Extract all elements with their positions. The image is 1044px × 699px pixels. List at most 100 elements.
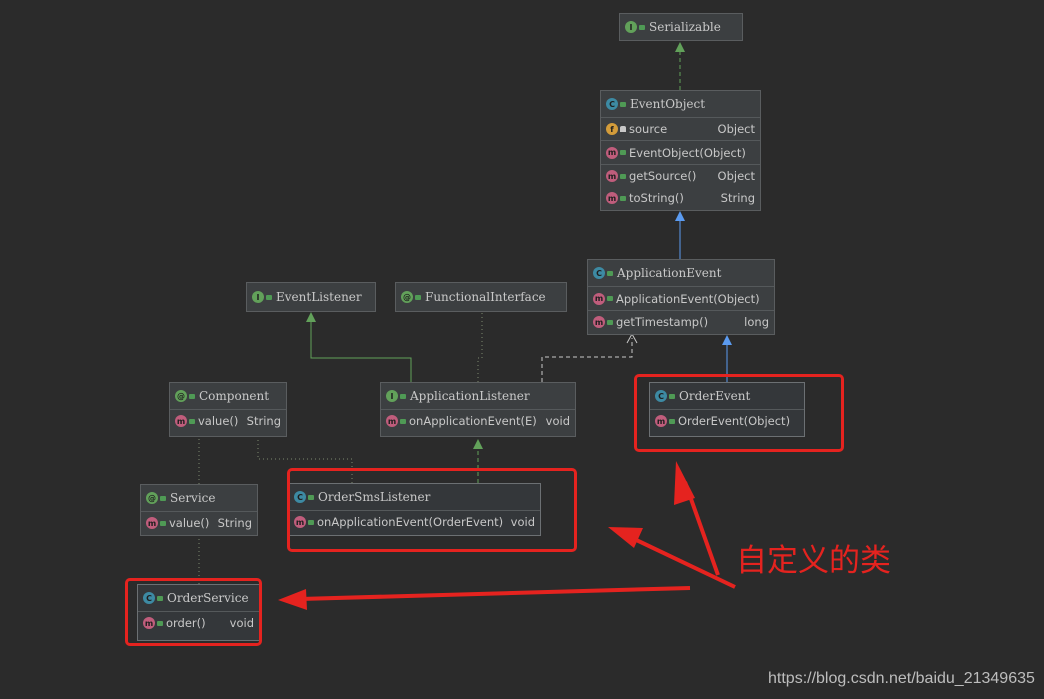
member-name: value(): [198, 414, 239, 428]
method-icon: m: [606, 170, 618, 182]
callout-arrow-orderservice: [299, 586, 691, 601]
member-name: source: [629, 122, 668, 136]
member-name: toString(): [629, 191, 684, 205]
public-icon: [189, 393, 195, 399]
callout-arrowhead-orderevent: [674, 461, 695, 505]
method-icon: m: [175, 415, 187, 427]
member-name: OrderEvent(Object): [678, 414, 791, 428]
method-icon: m: [386, 415, 398, 427]
uml-box-component[interactable]: @ Component m value() String: [169, 382, 287, 437]
method-icon: m: [143, 617, 155, 629]
public-icon: [157, 595, 163, 601]
uml-box-applicationevent[interactable]: C ApplicationEvent m ApplicationEvent(Ob…: [587, 259, 775, 335]
uml-box-functionalinterface[interactable]: @ FunctionalInterface: [395, 282, 567, 312]
box-title: ApplicationEvent: [617, 266, 722, 280]
annotation-label: 自定义的类: [736, 543, 891, 579]
annotation-icon: @: [146, 492, 158, 504]
public-icon: [607, 270, 613, 276]
public-icon: [607, 296, 613, 301]
public-icon: [157, 620, 163, 626]
arrowhead-eventlistener: [306, 312, 316, 322]
field-icon: f: [606, 123, 618, 135]
uml-box-applicationlistener[interactable]: I ApplicationListener m onApplicationEve…: [380, 382, 576, 437]
public-icon: [160, 520, 166, 526]
member-type: Object: [717, 169, 755, 183]
public-icon: [607, 319, 613, 325]
arrowhead-eventobject: [675, 211, 685, 221]
member-type: String: [246, 414, 281, 428]
public-icon: [308, 519, 314, 525]
member-name: EventObject(Object): [629, 145, 746, 160]
uml-box-service[interactable]: @ Service m value() String: [140, 484, 258, 536]
method-icon: m: [655, 415, 667, 427]
box-title: OrderSmsListener: [318, 490, 431, 504]
callout-arrowhead-orderservice: [278, 589, 307, 610]
public-icon: [620, 101, 626, 107]
public-icon: [620, 150, 626, 155]
link-applicationlistener-applicationevent: [541, 338, 633, 382]
method-icon: m: [593, 292, 605, 305]
uml-box-orderevent[interactable]: C OrderEvent m OrderEvent(Object): [649, 382, 805, 437]
member-type: Object: [717, 122, 755, 136]
class-icon: C: [606, 98, 618, 110]
box-title: OrderEvent: [679, 389, 751, 403]
watermark: https://blog.csdn.net/baidu_21349635: [768, 670, 1035, 687]
uml-box-ordersmslistener[interactable]: C OrderSmsListener m onApplicationEvent(…: [288, 483, 541, 536]
box-title: EventObject: [630, 97, 706, 111]
member-name: order(): [166, 616, 206, 630]
public-icon: [415, 294, 421, 300]
uml-box-eventobject[interactable]: C EventObject f source Object m EventObj…: [600, 90, 761, 211]
arrowhead-serializable: [675, 42, 685, 52]
interface-icon: I: [386, 390, 398, 402]
public-icon: [160, 495, 166, 501]
class-icon: C: [294, 491, 306, 503]
box-title: FunctionalInterface: [425, 290, 546, 304]
member-name: value(): [169, 516, 210, 530]
class-icon: C: [655, 390, 667, 402]
highlight-orderservice: [125, 578, 262, 646]
public-icon: [669, 418, 675, 424]
box-title: Component: [199, 389, 270, 403]
callout-arrows: [278, 461, 736, 610]
link-applicationlistener-functionalinterface: [477, 312, 483, 382]
method-icon: m: [606, 192, 618, 204]
link-ordersmslistener-component: [257, 437, 353, 483]
box-title: Service: [170, 491, 216, 505]
member-name: onApplicationEvent(OrderEvent): [317, 515, 504, 529]
method-icon: m: [294, 516, 306, 528]
annotation-icon: @: [401, 291, 413, 303]
member-type: void: [510, 515, 535, 529]
callout-arrowhead-ordersmslistener: [608, 527, 643, 548]
method-icon: m: [146, 517, 158, 529]
uml-box-eventlistener[interactable]: I EventListener: [246, 282, 376, 312]
public-icon: [189, 418, 195, 424]
member-type: String: [720, 191, 755, 205]
box-title: EventListener: [276, 290, 362, 304]
arrowhead-applicationlistener: [473, 439, 483, 449]
method-icon: m: [606, 146, 618, 159]
uml-box-serializable[interactable]: I Serializable: [619, 13, 743, 41]
interface-icon: I: [625, 21, 637, 33]
member-name: ApplicationEvent(Object): [616, 291, 760, 306]
public-icon: [620, 173, 626, 179]
box-title: ApplicationListener: [410, 389, 530, 403]
arrowhead-applicationevent: [722, 335, 732, 345]
member-type: long: [744, 315, 769, 329]
abstract-class-icon: C: [593, 267, 605, 279]
member-name: getSource(): [629, 169, 697, 183]
box-title: OrderService: [167, 591, 249, 605]
method-icon: m: [593, 316, 605, 328]
public-icon: [266, 294, 272, 300]
uml-box-orderservice[interactable]: C OrderService m order() void: [137, 584, 260, 641]
highlight-ordersmslistener: [287, 468, 577, 552]
member-type: void: [545, 414, 570, 428]
public-icon: [639, 24, 645, 30]
interface-icon: I: [252, 291, 264, 303]
box-title: Serializable: [649, 20, 721, 34]
protected-icon: [620, 126, 626, 132]
member-type: String: [217, 516, 252, 530]
highlight-orderevent: [634, 374, 844, 452]
public-icon: [308, 494, 314, 500]
callout-arrow-ordersmslistener: [629, 535, 736, 589]
